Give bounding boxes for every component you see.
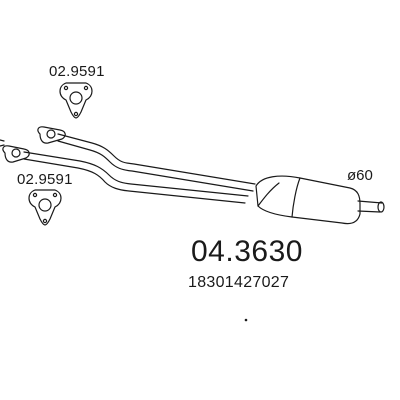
oem-number: 18301427027: [188, 274, 290, 291]
gasket-code-upper: 02.9591: [49, 63, 105, 80]
tail-pipe: [357, 200, 383, 213]
edge-stub-icon: [0, 139, 5, 147]
gasket-lower-icon: [28, 189, 62, 226]
outlet-diameter-label: ø60: [347, 167, 373, 184]
dot-mark: [244, 318, 248, 322]
muffler-icon: [255, 175, 361, 225]
front-pipe-lower: [23, 151, 249, 204]
gasket-upper-icon: [59, 82, 93, 119]
gasket-code-lower: 02.9591: [17, 171, 73, 188]
part-number: 04.3630: [191, 235, 303, 268]
front-flange-upper-icon: [37, 126, 66, 144]
tail-pipe-outlet-icon: [377, 201, 385, 213]
front-pipe-upper: [57, 133, 256, 192]
